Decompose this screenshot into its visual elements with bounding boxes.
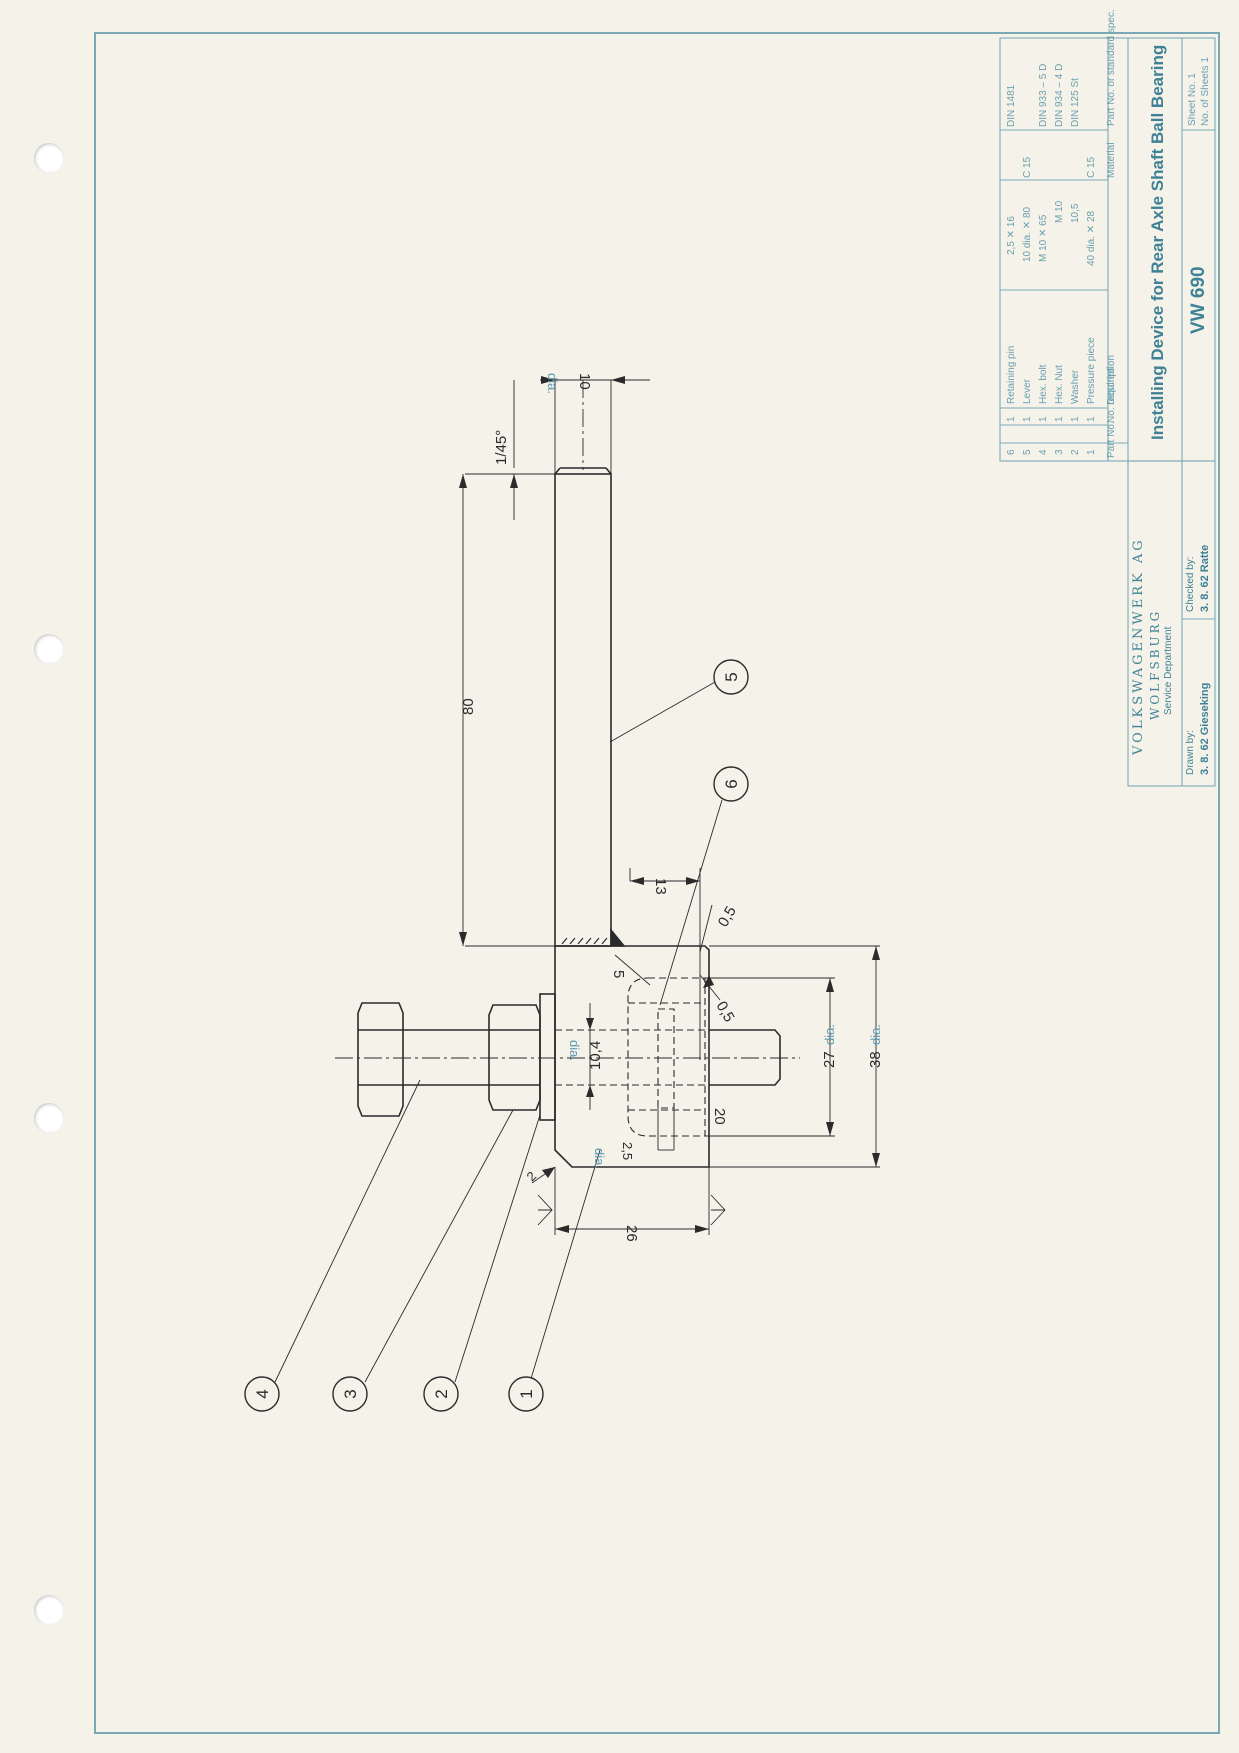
balloon-label: 3 [341, 1389, 360, 1398]
lever-chamfer [605, 467, 612, 475]
balloon-1 [508, 1376, 544, 1412]
dim-chamfer: 1/45° [493, 430, 510, 465]
dim-inner-dia: 27 [821, 1051, 838, 1068]
dim-lever-length: 80 [460, 698, 477, 715]
lever-outline [554, 473, 612, 947]
dim-unit: dia. [868, 1024, 883, 1045]
balloon-2 [423, 1376, 459, 1412]
binder-hole [34, 1103, 64, 1133]
balloon-label: 5 [722, 672, 741, 681]
lever-chamfer [554, 467, 561, 475]
balloon-4 [244, 1376, 280, 1412]
balloon-3 [332, 1376, 368, 1412]
dim-small-dia: 2,5 [620, 1142, 635, 1160]
dim-hole: 20 [711, 1108, 728, 1125]
dim-depth: 5 [610, 970, 627, 978]
balloon-label: 2 [432, 1389, 451, 1398]
dim-unit: dia. [567, 1040, 582, 1061]
bolt-end-outline [709, 1029, 781, 1086]
dim-pin-offset: 13 [652, 878, 669, 895]
dim-outer-dia: 38 [867, 1051, 884, 1068]
binder-hole [34, 143, 64, 173]
dim-width: 26 [623, 1225, 640, 1242]
balloon-5 [713, 659, 749, 695]
dim-lever-dia: 10 [576, 373, 593, 390]
binder-hole [34, 1595, 64, 1625]
washer-outline [539, 993, 556, 1121]
balloon-label: 4 [253, 1389, 272, 1398]
dim-corner: 0,5 [715, 903, 740, 930]
binder-hole [34, 634, 64, 664]
dim-unit: dia. [545, 373, 560, 394]
dim-chamfer-2: 2 [524, 1168, 540, 1184]
balloon-label: 1 [517, 1389, 536, 1398]
balloon-label: 6 [722, 779, 741, 788]
bolt-head-outline [357, 1002, 404, 1117]
balloon-6 [713, 766, 749, 802]
dim-unit: dia. [822, 1024, 837, 1045]
drawing-frame [94, 32, 1220, 1734]
hex-nut-outline [488, 1004, 541, 1111]
dim-corner: 0,5 [713, 999, 738, 1026]
dim-unit: dia. [592, 1148, 607, 1169]
dim-bore: 10,4 [587, 1041, 604, 1070]
